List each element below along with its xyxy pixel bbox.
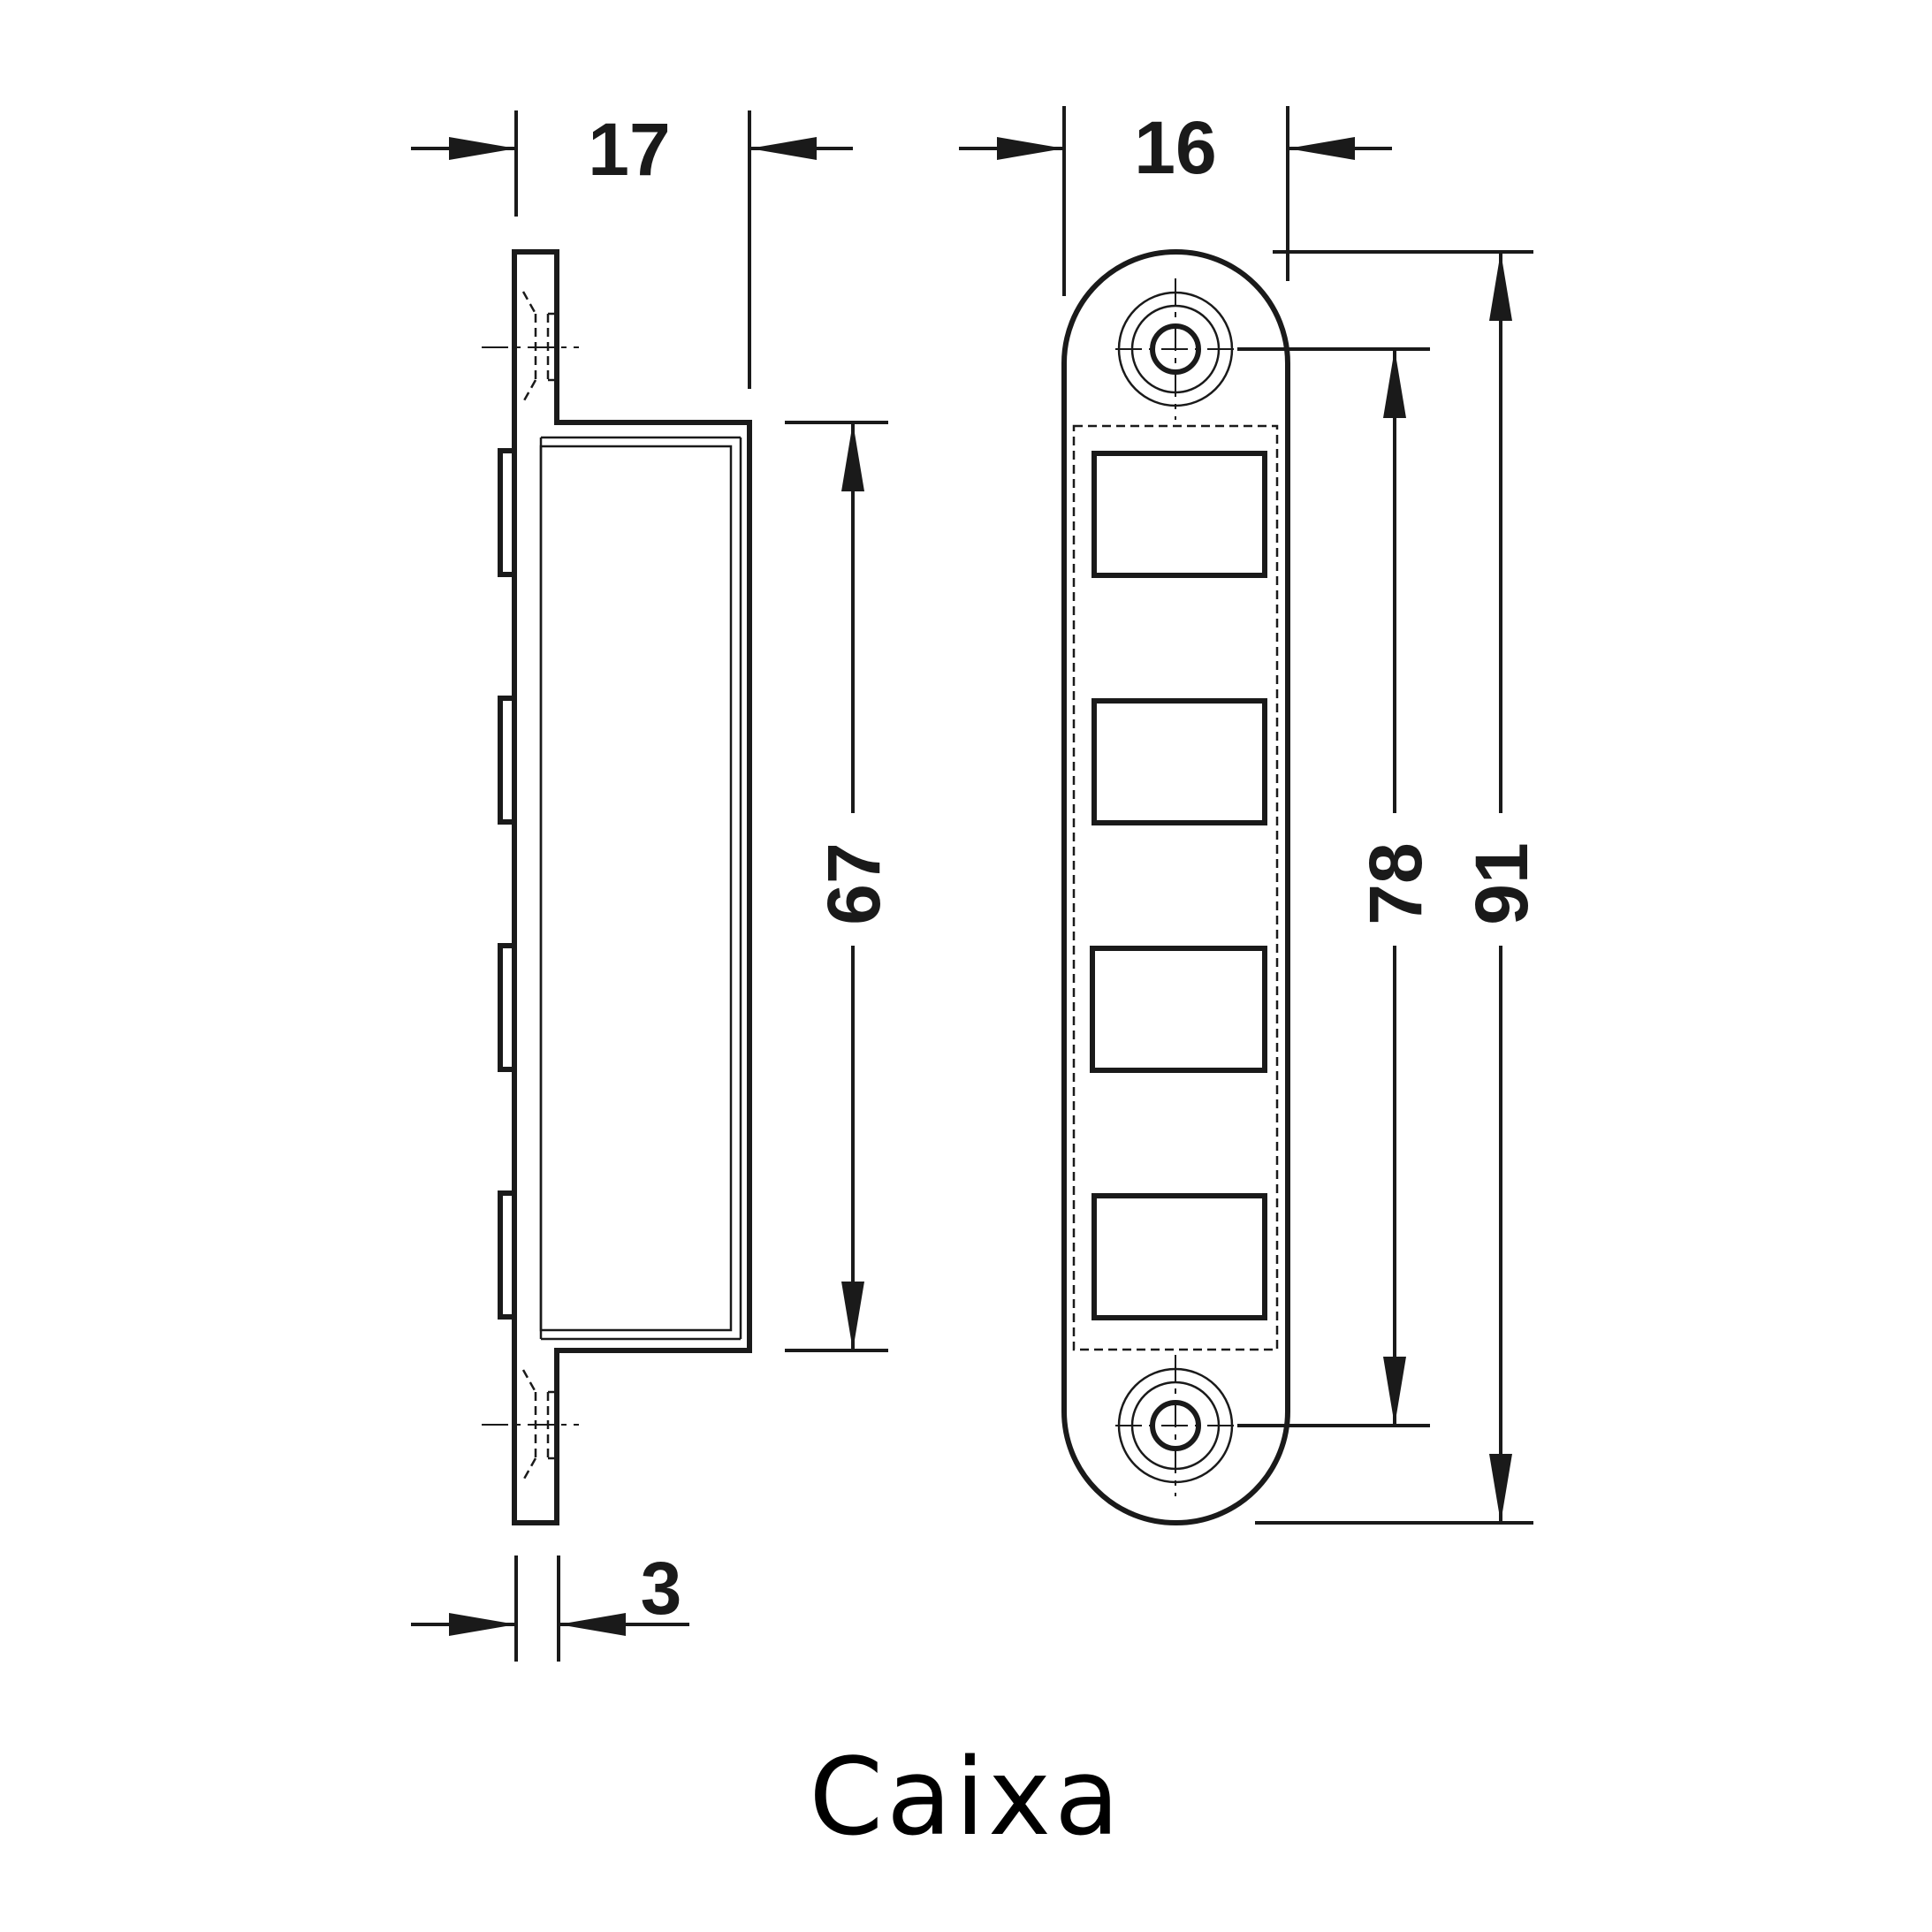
front-view-screw-hole-bottom [1115, 1355, 1236, 1496]
side-view-screw-hole-bottom [482, 1369, 579, 1481]
side-view [482, 249, 752, 1525]
dimension-front-width: 16 [959, 106, 1392, 296]
caption: Caixa [809, 1737, 1122, 1860]
front-view-slot [1092, 451, 1267, 578]
dimension-label-78: 78 [1354, 842, 1437, 924]
side-view-body-inner [539, 445, 733, 1332]
dimension-side-width: 17 [411, 108, 853, 389]
front-view [1061, 249, 1290, 1525]
dimension-label-67: 67 [812, 842, 895, 924]
dimension-overall-height: 91 [1255, 250, 1543, 1525]
front-view-slot [1092, 1193, 1267, 1320]
side-view-outline [512, 249, 752, 1525]
front-view-slot [1092, 698, 1267, 825]
side-view-tab [498, 943, 514, 1072]
front-view-outline [1061, 249, 1290, 1525]
dimension-label-17: 17 [588, 108, 670, 191]
dimension-label-91: 91 [1460, 842, 1543, 924]
dimension-label-3: 3 [641, 1547, 682, 1630]
front-view-screw-hole-top [1115, 278, 1236, 420]
side-view-tab [498, 696, 514, 825]
dimension-flange-thickness: 3 [411, 1547, 689, 1662]
dimension-hole-spacing: 78 [1237, 347, 1437, 1427]
side-view-tab [498, 1190, 514, 1320]
dimension-label-16: 16 [1134, 106, 1216, 189]
front-view-hidden-body [1072, 424, 1279, 1351]
side-view-tab [498, 448, 514, 577]
dimension-body-height: 67 [785, 421, 895, 1352]
side-view-screw-hole-top [482, 291, 579, 403]
front-view-slot [1090, 946, 1267, 1073]
